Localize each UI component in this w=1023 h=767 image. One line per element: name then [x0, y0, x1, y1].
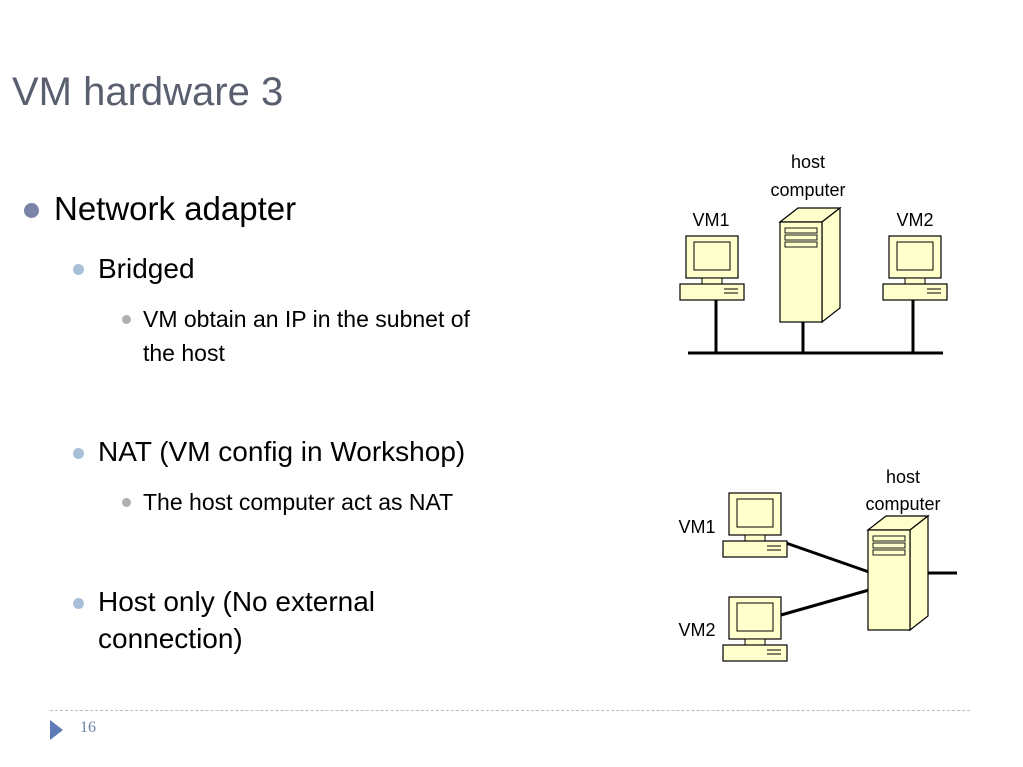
slide-title: VM hardware 3 [12, 70, 284, 114]
bridged-host-label-line2: computer [770, 180, 845, 200]
bullet-nat-detail: The host computer act as NAT [143, 489, 454, 515]
page-number: 16 [80, 719, 96, 736]
bridged-host-label-line1: host [791, 152, 825, 172]
nat-vm2-computer-icon [722, 596, 788, 662]
vm2-computer-icon [882, 235, 948, 301]
footer-divider [50, 710, 970, 711]
nat-host-label-line1: host [886, 467, 920, 487]
bridged-network-diagram: host computer VM1 VM2 [679, 152, 948, 355]
bridged-vm2-label: VM2 [896, 210, 933, 230]
vm1-computer-icon [679, 235, 745, 301]
bridged-vm1-label: VM1 [692, 210, 729, 230]
footer-arrow-icon [50, 720, 63, 740]
vm2-to-host-link [780, 588, 870, 617]
bullet-dot-level3 [122, 315, 131, 324]
bullet-bridged-detail-line2: the host [143, 340, 225, 366]
bullet-host-only-line1: Host only (No external [98, 586, 376, 617]
bullet-dot-level2 [73, 264, 84, 275]
bullet-nat: NAT (VM config in Workshop) [98, 436, 466, 467]
bullet-bridged: Bridged [98, 253, 195, 284]
bullet-dot-level2 [73, 598, 84, 609]
bullet-host-only-line2: connection) [98, 623, 243, 654]
bullet-dot-level3 [122, 498, 131, 507]
vm1-to-host-link [785, 541, 870, 574]
bullet-dot-level2 [73, 448, 84, 459]
nat-vm1-label: VM1 [678, 517, 715, 537]
bullet-dot-level1 [24, 203, 39, 218]
nat-host-label-line2: computer [865, 494, 940, 514]
nat-vm2-label: VM2 [678, 620, 715, 640]
nat-network-diagram: host computer VM1 VM2 [678, 467, 957, 662]
nat-vm1-computer-icon [722, 492, 788, 558]
host-server-icon [779, 207, 841, 323]
bullet-bridged-detail-line1: VM obtain an IP in the subnet of [143, 306, 470, 332]
nat-host-server-icon [867, 515, 929, 631]
bullet-network-adapter: Network adapter [54, 190, 297, 227]
